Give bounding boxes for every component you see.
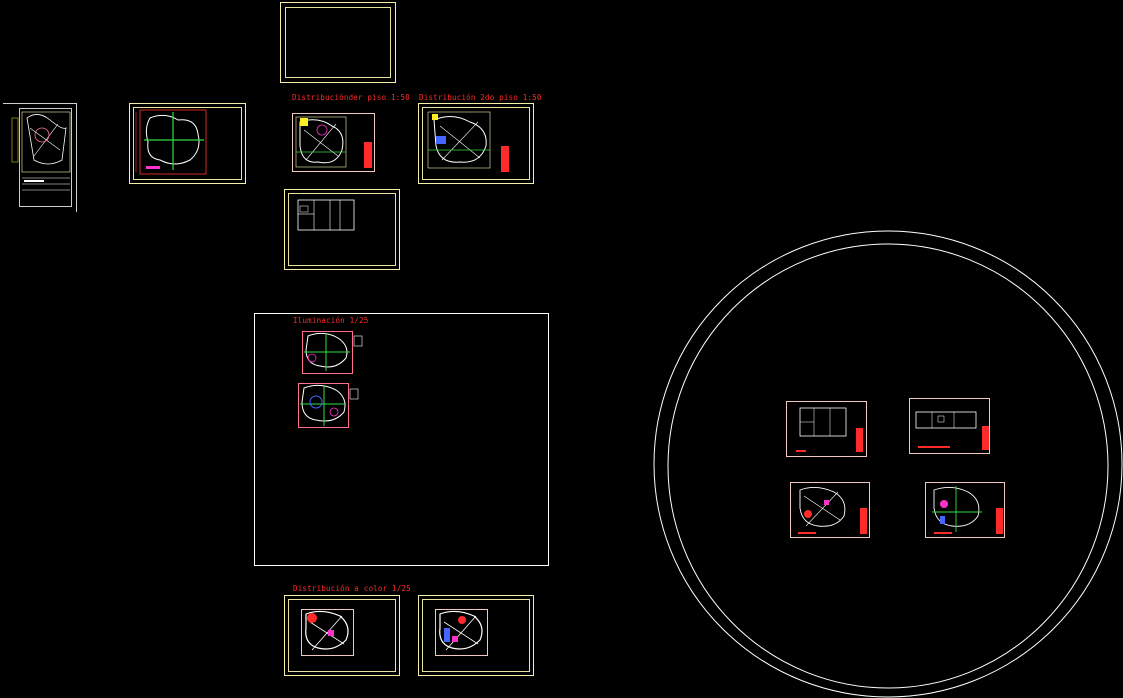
label-second-floor: Distribución 2do piso 1:50 bbox=[419, 93, 542, 102]
label-color-distribution: Distribución a color 1/25 bbox=[293, 584, 411, 593]
color-plan-sheet-1[interactable] bbox=[284, 595, 400, 676]
illumination-frame[interactable] bbox=[254, 313, 549, 566]
elevation-sheet[interactable] bbox=[284, 189, 400, 270]
illumination-plan-2[interactable] bbox=[298, 383, 359, 428]
color-plan-sheet-2[interactable] bbox=[418, 595, 534, 676]
portrait-plan-sheet[interactable] bbox=[3, 103, 77, 212]
circle-sheet-plan-1[interactable] bbox=[790, 482, 870, 538]
circle-sheet-elevation-1[interactable] bbox=[786, 401, 867, 457]
structural-plan-sheet[interactable] bbox=[129, 103, 246, 184]
circle-sheet-elevation-2[interactable] bbox=[909, 398, 990, 454]
label-illumination: Iluminación 1/25 bbox=[293, 316, 368, 325]
layout-circle[interactable] bbox=[653, 230, 1123, 698]
second-floor-plan-sheet[interactable] bbox=[418, 103, 534, 184]
first-floor-plan-sheet[interactable] bbox=[292, 113, 375, 172]
illumination-plan-1[interactable] bbox=[302, 331, 363, 374]
label-first-floor: Distribuciónder piso 1:50 bbox=[292, 93, 410, 102]
empty-sheet-frame[interactable] bbox=[280, 2, 396, 83]
circle-sheet-plan-2[interactable] bbox=[925, 482, 1005, 538]
